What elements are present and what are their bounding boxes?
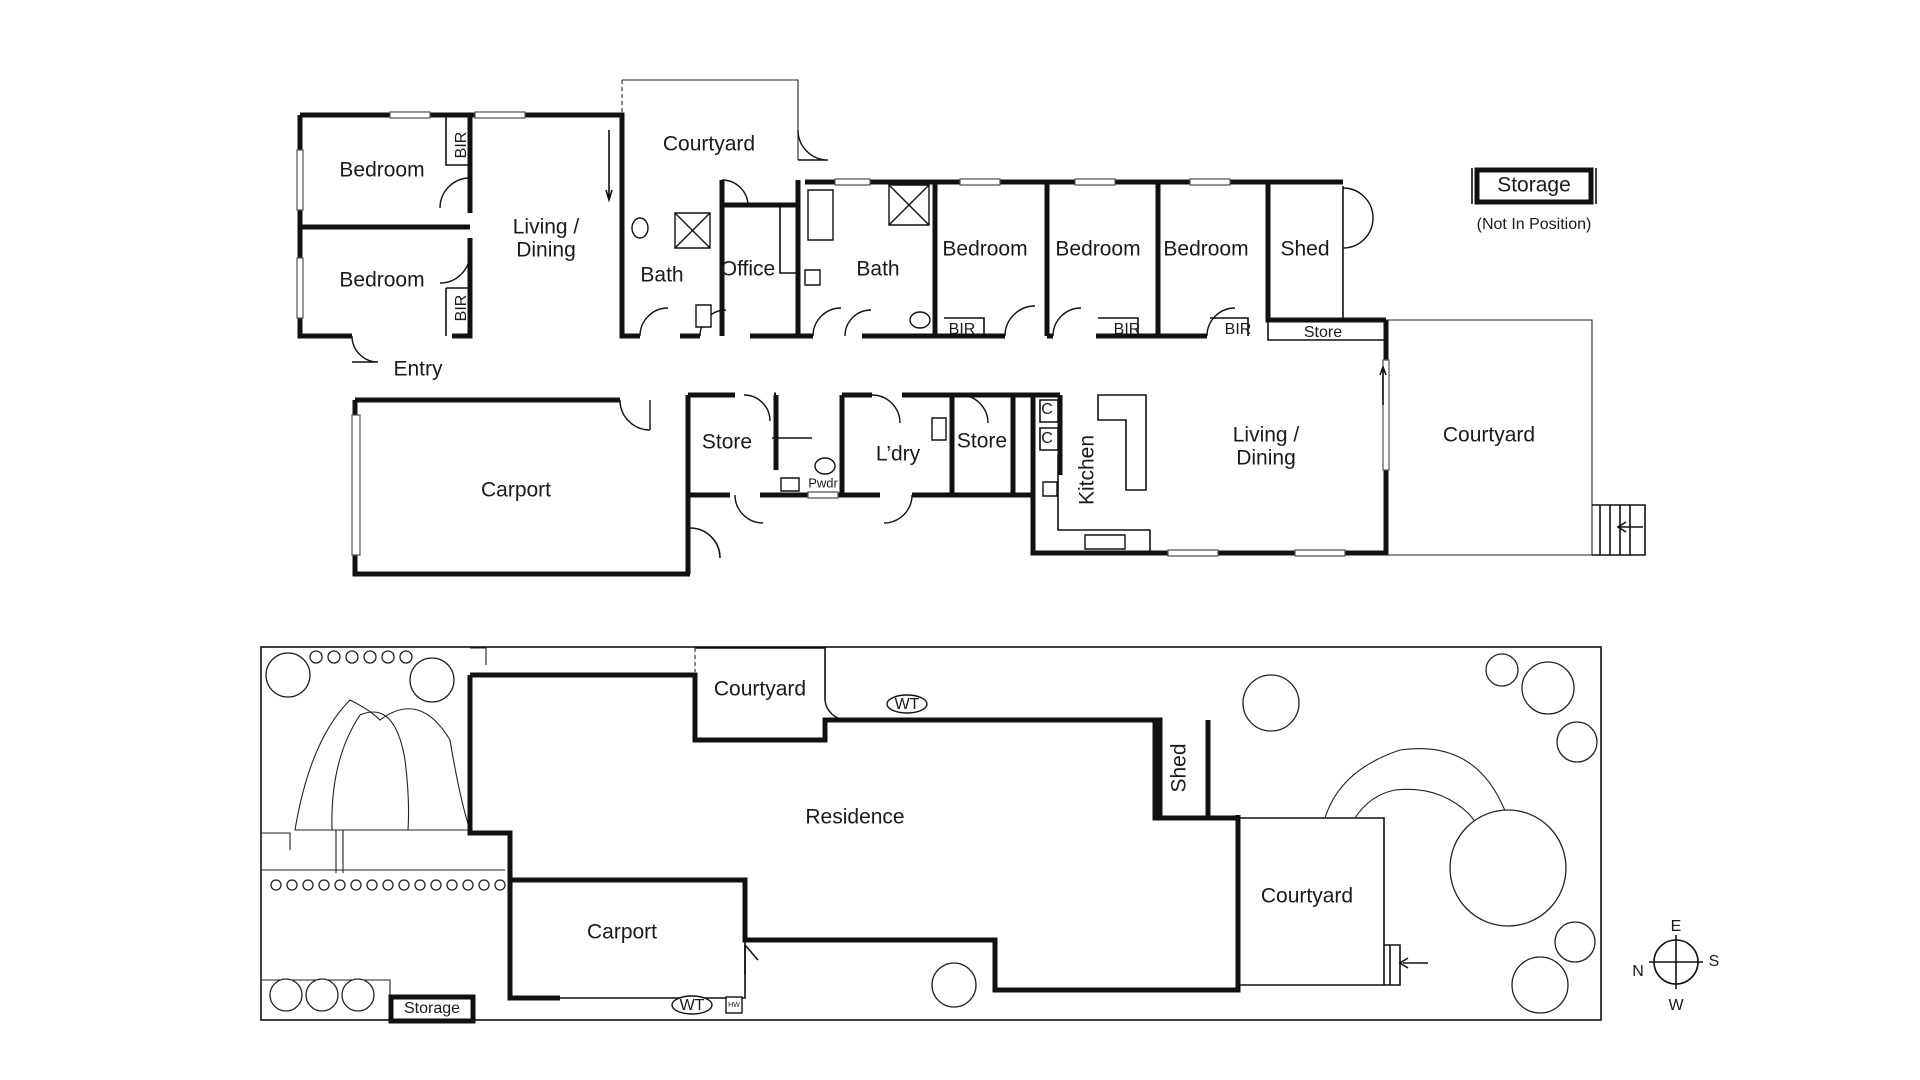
site-courtyard-right-label: Courtyard	[1261, 885, 1353, 908]
site-wt-top-label: WT	[895, 696, 920, 713]
site-carport-label: Carport	[587, 921, 657, 944]
kitchen-label: Kitchen	[1076, 435, 1099, 505]
storage-note-label: (Not In Position)	[1477, 216, 1592, 233]
site-hw-label: HW	[728, 1002, 740, 1009]
laundry-label: L’dry	[876, 443, 921, 466]
bath-2-label: Bath	[856, 258, 899, 281]
cupboard-1-label: C	[1041, 401, 1053, 418]
compass-west-label: W	[1668, 997, 1684, 1014]
storage-box-label: Storage	[1497, 174, 1571, 197]
trees	[265, 652, 1598, 1014]
bedroom-4-label: Bedroom	[1055, 238, 1140, 261]
site-courtyard-top-label: Courtyard	[714, 678, 806, 701]
floor-plan: Bedroom Bedroom BIR BIR Living / Dining …	[296, 79, 1646, 577]
compass-south-label: S	[1709, 953, 1720, 970]
site-plan: Courtyard WT Shed Residence Carport Cour…	[260, 646, 1602, 1024]
site-residence-label: Residence	[805, 806, 904, 829]
store-1-label: Store	[702, 431, 752, 454]
office-label: Office	[721, 258, 775, 281]
bir-2-label: BIR	[453, 295, 470, 322]
bir-1-label: BIR	[453, 132, 470, 159]
bir-5-label: BIR	[1225, 321, 1252, 338]
bedroom-1-label: Bedroom	[339, 159, 424, 182]
living-dining-top-label: Living /	[513, 216, 580, 239]
courtyard-top-label: Courtyard	[663, 133, 755, 156]
site-wt-bottom-label: WT	[680, 997, 705, 1014]
store-small-label: Store	[1304, 324, 1342, 341]
pwdr-label: Pwdr	[808, 475, 838, 490]
bir-4-label: BIR	[1114, 321, 1141, 338]
bath-1-label: Bath	[640, 264, 683, 287]
shed-label: Shed	[1280, 238, 1329, 261]
bedroom-2-label: Bedroom	[339, 269, 424, 292]
cupboard-2-label: C	[1041, 430, 1053, 447]
store-2-label: Store	[957, 430, 1007, 453]
living-dining-top-label-2: Dining	[516, 239, 576, 262]
living-dining-bottom-label: Living /	[1233, 424, 1300, 447]
courtyard-right-label: Courtyard	[1443, 424, 1535, 447]
entry-label: Entry	[393, 358, 443, 381]
carport-label: Carport	[481, 479, 551, 502]
bedroom-3-label: Bedroom	[942, 238, 1027, 261]
bedroom-5-label: Bedroom	[1163, 238, 1248, 261]
site-shed-label: Shed	[1168, 743, 1191, 792]
compass: E N S W	[1632, 918, 1719, 1014]
hedge-row	[270, 650, 506, 891]
site-storage-label: Storage	[404, 1000, 460, 1017]
living-dining-bottom-label-2: Dining	[1236, 447, 1296, 470]
compass-east-label: E	[1671, 918, 1682, 935]
compass-north-label: N	[1632, 963, 1644, 980]
bir-3-label: BIR	[949, 321, 976, 338]
